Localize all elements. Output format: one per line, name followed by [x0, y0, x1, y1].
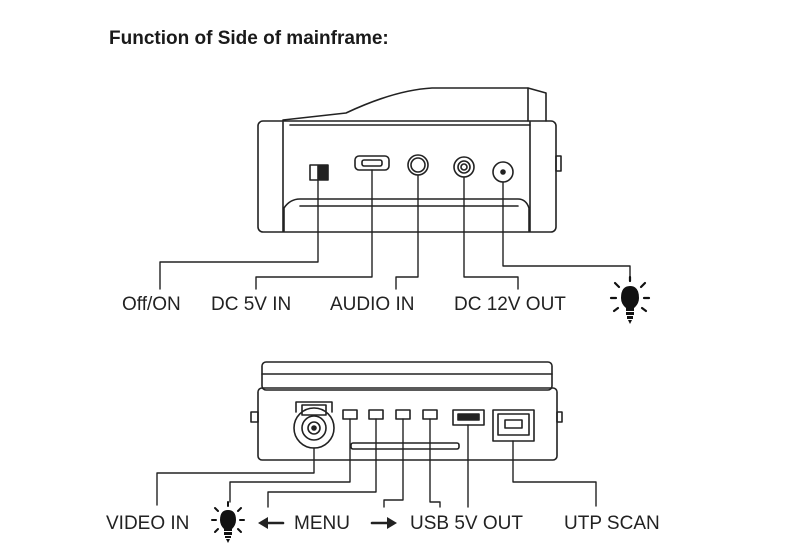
top-device-body — [257, 87, 562, 233]
label-video-in: VIDEO IN — [106, 513, 190, 534]
dc5v-port — [354, 155, 390, 171]
power-switch — [309, 164, 329, 181]
light-bulb-icon — [609, 275, 651, 324]
diagram-title: Function of Side of mainframe: — [109, 28, 389, 49]
menu-buttons — [342, 409, 438, 420]
label-utp-scan: UTP SCAN — [564, 513, 660, 534]
label-usb5v-out: USB 5V OUT — [410, 513, 523, 534]
light-bulb-icon — [211, 501, 245, 543]
dc12v-port — [453, 156, 475, 178]
label-dc12v-out: DC 12V OUT — [454, 294, 566, 315]
label-off-on: Off/ON — [122, 294, 181, 315]
bottom-leader-lines — [156, 418, 597, 508]
utp-port — [492, 409, 535, 442]
dc-out-port — [492, 161, 514, 183]
audio-port — [407, 154, 429, 176]
arrow-right-icon — [370, 517, 397, 529]
label-dc5v-in: DC 5V IN — [211, 294, 292, 315]
label-audio-in: AUDIO IN — [330, 294, 415, 315]
usb-port — [452, 409, 485, 426]
top-leader-lines — [159, 169, 631, 290]
arrow-left-icon — [258, 517, 285, 529]
bnc-connector — [293, 401, 335, 449]
label-menu: MENU — [294, 513, 350, 534]
bottom-device-body — [250, 361, 563, 461]
